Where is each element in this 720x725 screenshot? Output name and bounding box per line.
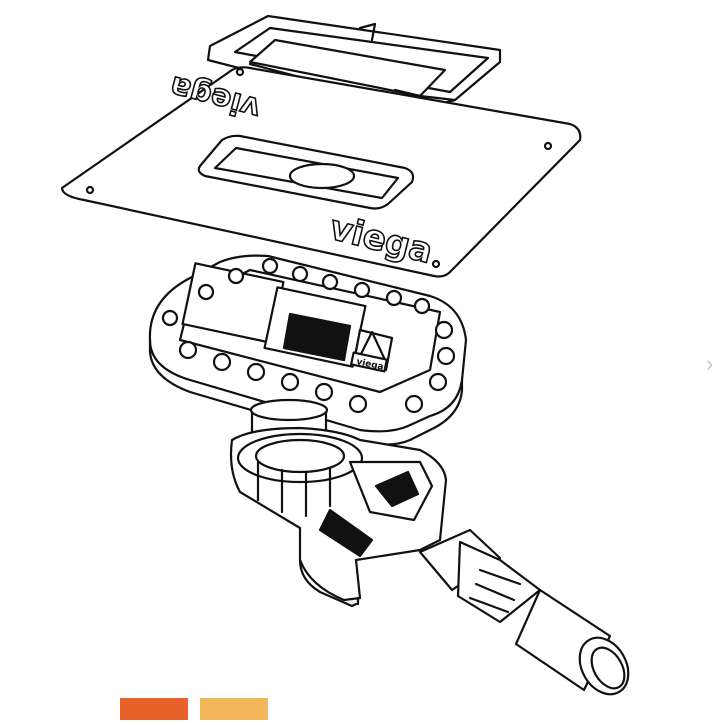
grate-cover	[206, 14, 502, 118]
thumbnail-2[interactable]	[200, 698, 268, 720]
tile-frame-plate	[60, 66, 582, 278]
outlet-pipe	[418, 528, 630, 696]
drain-body	[229, 398, 448, 608]
chevron-right-icon[interactable]: ›	[706, 351, 714, 376]
thumbnail-1[interactable]	[120, 698, 188, 720]
